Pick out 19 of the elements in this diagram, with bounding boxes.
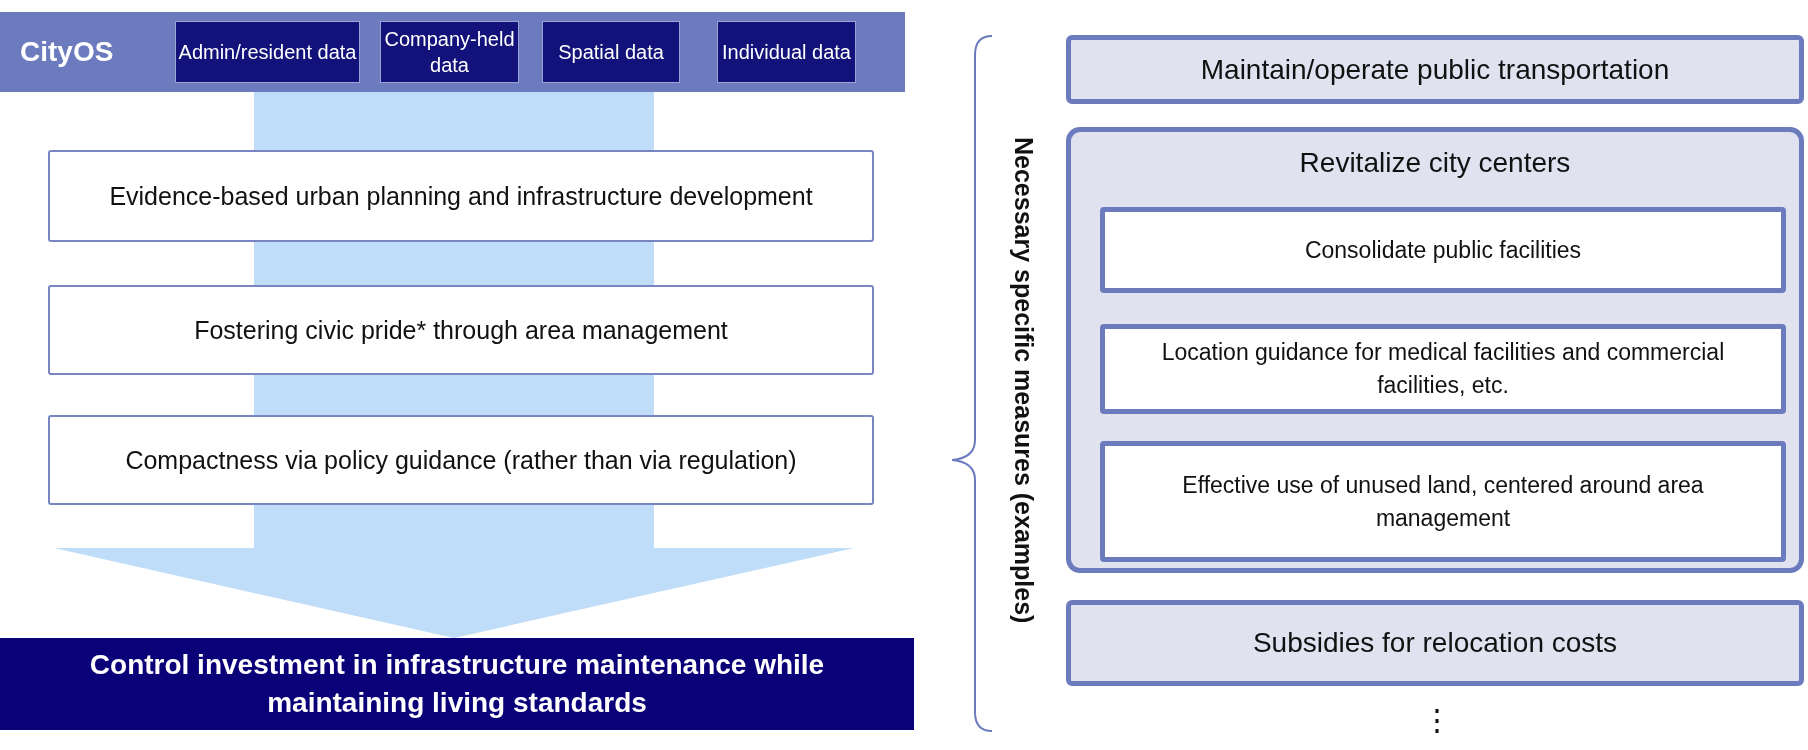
goal-box: Control investment in infrastructure maintenance while maintaining living standards (0, 638, 914, 730)
data-chip: Admin/resident data (175, 21, 360, 83)
measure-box: Subsidies for relocation costs (1066, 600, 1804, 686)
measure-box: Compactness via policy guidance (rather than via regulation) (48, 415, 874, 505)
group-box (1066, 127, 1804, 573)
vertical-label: Necessary specific measures (examples) (1008, 135, 1039, 626)
measure-box: Maintain/operate public transportation (1066, 35, 1804, 104)
box-title: CityOS (20, 35, 114, 69)
measure-box: Effective use of unused land, centered around area management (1100, 441, 1786, 562)
measure-box: Fostering civic pride* through area management (48, 285, 874, 375)
data-chip: Individual data (717, 21, 856, 83)
measure-box: Evidence-based urban planning and infrastructure development (48, 150, 874, 242)
data-chip: Spatial data (542, 21, 680, 83)
measure-box: Consolidate public facilities (1100, 207, 1786, 293)
box-title: Revitalize city centers (1298, 146, 1572, 180)
continuation-dots: ⋮ (1422, 702, 1452, 738)
data-band (0, 12, 905, 92)
measure-box: Location guidance for medical facilities and commercial facilities, etc. (1100, 324, 1786, 414)
data-chip: Company-held data (380, 21, 519, 83)
